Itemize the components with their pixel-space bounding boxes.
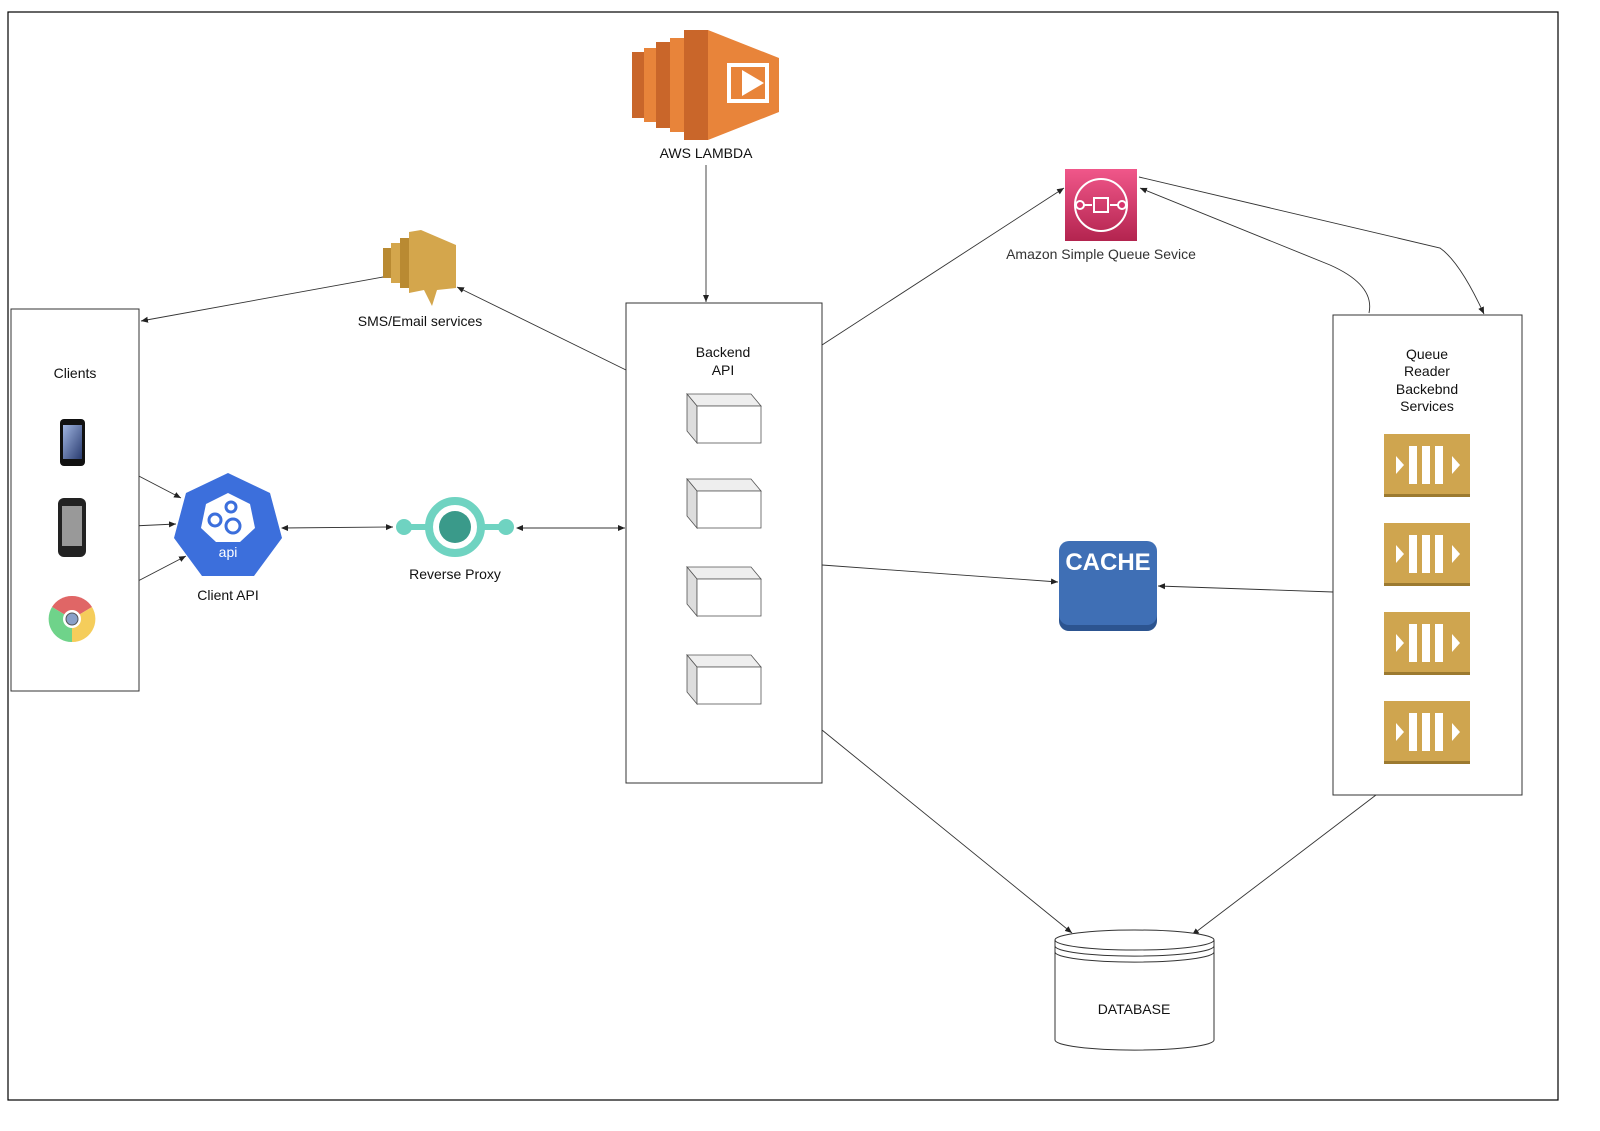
aws-lambda-node: AWS LAMBDA <box>632 30 779 161</box>
queue-worker-icon <box>1384 612 1470 675</box>
aws-sqs-icon <box>1065 169 1137 241</box>
clients-label: Clients <box>54 365 97 381</box>
edge-backend-to-database <box>821 729 1073 934</box>
database-label: DATABASE <box>1098 1001 1171 1017</box>
queue-reader-node: Queue Reader Backebnd Services <box>1332 314 1523 796</box>
edge-queuereader-to-cache <box>1157 583 1334 593</box>
server-instance-icon <box>686 653 762 706</box>
cache-icon <box>1059 541 1157 625</box>
sqs-label: Amazon Simple Queue Sevice <box>1006 246 1196 262</box>
edge-clientapi-to-proxy <box>281 524 394 531</box>
queue-reader-label-line3: Backebnd <box>1396 381 1458 397</box>
gears-icon <box>201 493 255 542</box>
sms-email-node: SMS/Email services <box>358 230 482 329</box>
edge-sqs-to-queuereader <box>1138 176 1485 315</box>
cache-node: CACHE <box>1059 541 1157 631</box>
reverse-proxy-label: Reverse Proxy <box>409 566 501 582</box>
tablet-phone-icon <box>58 498 86 557</box>
chrome-browser-icon <box>48 595 96 643</box>
server-instance-icon <box>686 392 762 445</box>
api-icon-text: api <box>219 544 238 560</box>
edge-queuereader-to-sqs <box>1139 187 1371 314</box>
client-api-node: api Client API <box>174 473 282 603</box>
reverse-proxy-node: Reverse Proxy <box>396 497 514 582</box>
queue-reader-label-line4: Services <box>1400 398 1454 414</box>
queue-reader-label-line2: Reader <box>1404 363 1450 379</box>
queue-worker-icon <box>1384 434 1470 497</box>
edge-backend-to-cache <box>821 564 1059 585</box>
connectors <box>88 165 1485 936</box>
aws-sns-icon <box>383 230 456 306</box>
queue-reader-label-line1: Queue <box>1406 346 1448 362</box>
server-instance-icon <box>686 565 762 618</box>
edge-sms-to-clients <box>140 276 384 323</box>
client-api-label: Client API <box>197 587 258 603</box>
aws-lambda-label: AWS LAMBDA <box>660 145 753 161</box>
database-node: DATABASE <box>1054 929 1215 1051</box>
reverse-proxy-icon <box>396 497 514 557</box>
aws-lambda-icon <box>632 30 779 140</box>
backend-api-node: Backend API <box>625 302 823 784</box>
queue-worker-icon <box>1384 701 1470 764</box>
backend-label-line2: API <box>712 362 735 378</box>
clients-group: Clients <box>10 308 140 692</box>
edge-backend-to-sms <box>456 286 627 371</box>
backend-label-line1: Backend <box>696 344 750 360</box>
sms-email-label: SMS/Email services <box>358 313 482 329</box>
server-instance-icon <box>686 477 762 530</box>
cache-label: CACHE <box>1065 549 1150 576</box>
smartphone-icon <box>60 419 85 466</box>
edge-queuereader-to-database <box>1191 794 1377 936</box>
diagram-frame <box>7 11 1559 1101</box>
sqs-node: Amazon Simple Queue Sevice <box>1006 169 1196 262</box>
queue-worker-icon <box>1384 523 1470 586</box>
edge-backend-to-sqs <box>821 187 1065 346</box>
